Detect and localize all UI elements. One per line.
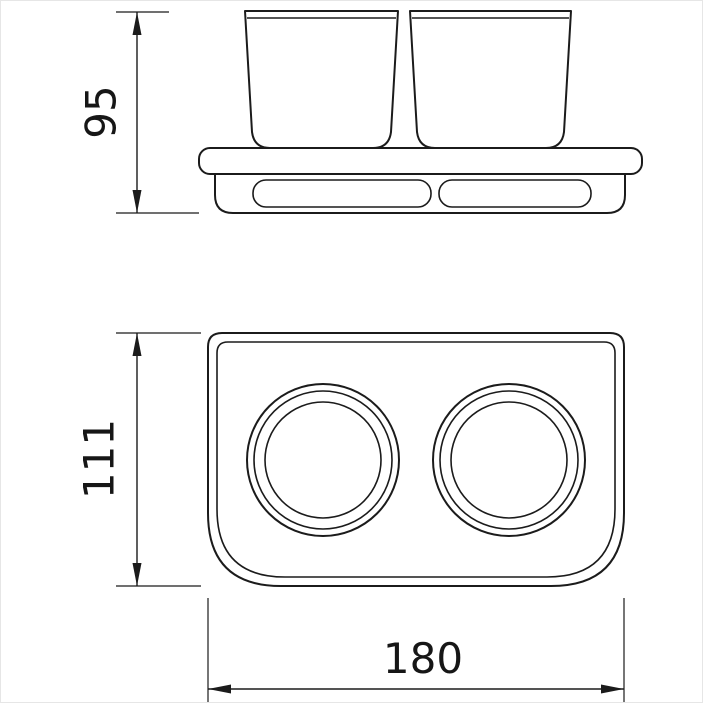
depth-arrow-up <box>132 333 142 356</box>
width-arrow-left <box>208 684 231 694</box>
right-cup-outline <box>409 10 572 149</box>
plan-view <box>207 332 625 587</box>
left-cup-outline <box>244 10 399 149</box>
plan-outer-outline <box>207 332 625 587</box>
depth-arrow-down <box>132 563 142 586</box>
right-ring-outer <box>432 383 586 537</box>
plan-inner-outline <box>216 341 616 578</box>
height-arrow-up <box>132 12 142 35</box>
left-ring-middle <box>253 390 393 530</box>
left-holder-opening <box>252 179 432 208</box>
left-ring-outer <box>246 383 400 537</box>
dimension-depth: 111 <box>75 332 201 587</box>
front-elevation-view <box>198 10 643 214</box>
width-arrow-right <box>601 684 624 694</box>
right-ring-middle <box>439 390 579 530</box>
width-dimension-label: 180 <box>383 634 463 683</box>
dimension-height: 95 <box>77 11 199 214</box>
right-ring-inner <box>450 401 568 519</box>
holder-base-outline <box>214 173 626 214</box>
height-dimension-label: 95 <box>77 85 126 138</box>
height-arrow-down <box>132 190 142 213</box>
depth-dimension-label: 111 <box>75 419 124 499</box>
left-ring-inner <box>264 401 382 519</box>
dimension-width: 180 <box>207 598 625 702</box>
shelf-plate-outline <box>198 147 643 175</box>
right-holder-opening <box>438 179 592 208</box>
